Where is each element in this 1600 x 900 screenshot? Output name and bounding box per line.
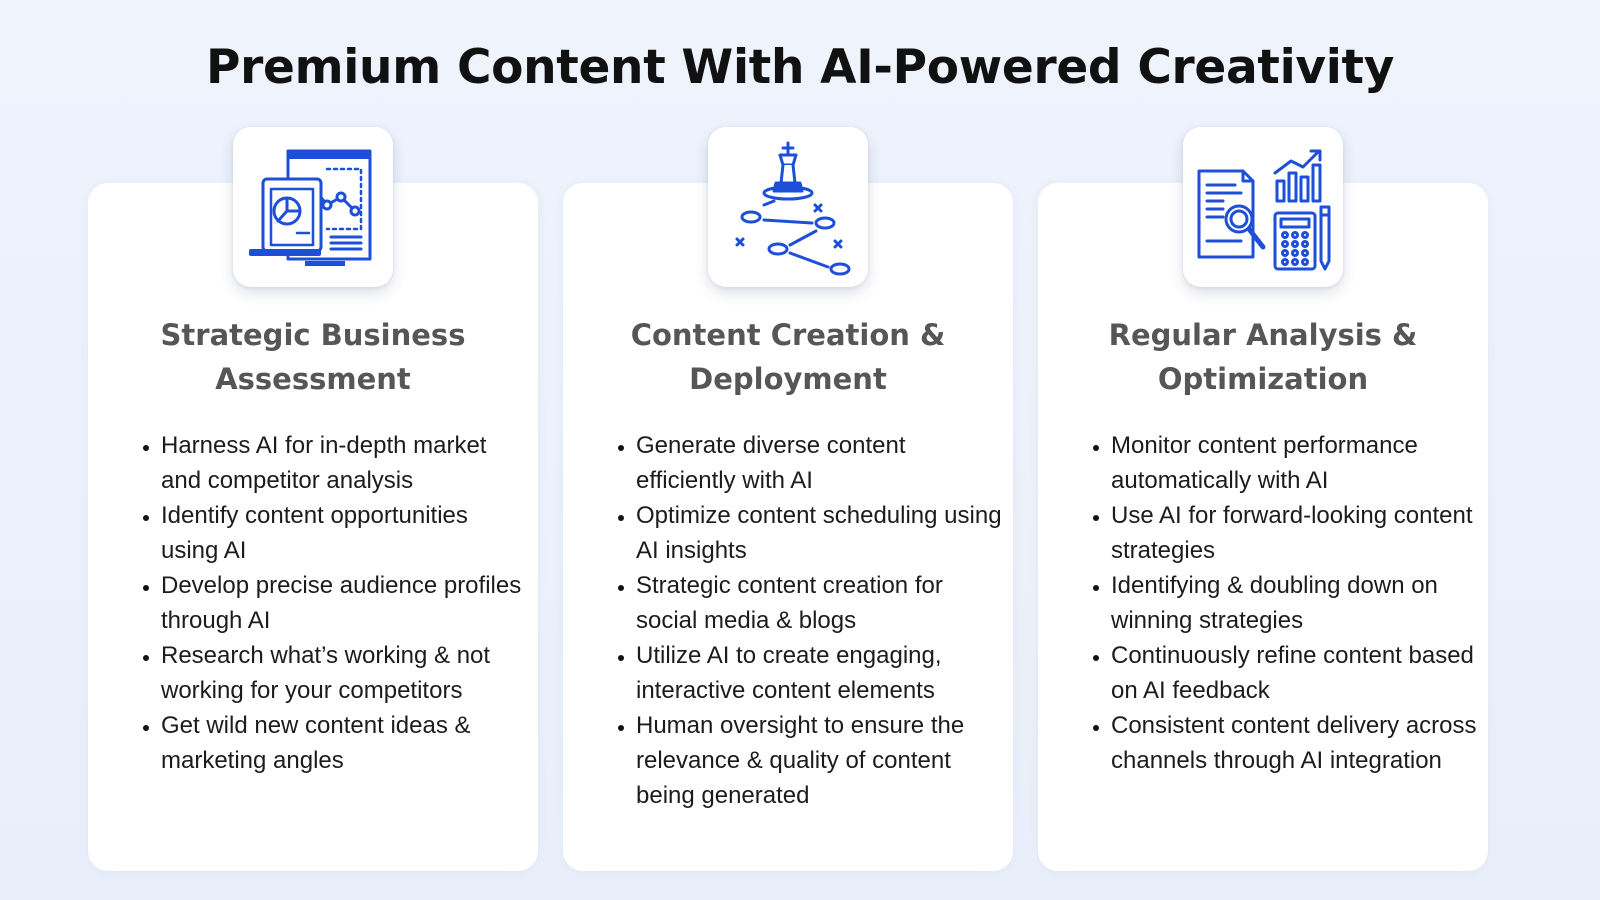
icon-tile <box>233 127 393 287</box>
list-item: Use AI for forward-looking content strat… <box>1111 498 1478 568</box>
bullet-list: Generate diverse content efficiently wit… <box>603 428 1003 813</box>
card-regular-analysis-optimization: Regular Analysis & Optimization Monitor … <box>1038 127 1488 871</box>
card-title: Regular Analysis & Optimization <box>1108 318 1418 396</box>
card-title: Strategic Business Assessment <box>160 318 466 396</box>
list-item: Research what’s working & not working fo… <box>161 638 528 708</box>
icon-tile <box>708 127 868 287</box>
list-item: Monitor content performance automaticall… <box>1111 428 1478 498</box>
list-item: Develop precise audience profiles throug… <box>161 568 528 638</box>
page-title: Premium Content With AI-Powered Creativi… <box>205 40 1395 95</box>
list-item: Optimize content scheduling using AI ins… <box>636 498 1003 568</box>
list-item: Identify content opportunities using AI <box>161 498 528 568</box>
list-item: Consistent content delivery across chann… <box>1111 708 1478 778</box>
bullet-list: Monitor content performance automaticall… <box>1078 428 1478 778</box>
card-title: Content Creation & Deployment <box>630 318 946 396</box>
list-item: Human oversight to ensure the relevance … <box>636 708 1003 813</box>
list-item: Generate diverse content efficiently wit… <box>636 428 1003 498</box>
chess-strategy-icon <box>735 141 851 276</box>
list-item: Get wild new content ideas & marketing a… <box>161 708 528 778</box>
list-item: Harness AI for in-depth market and compe… <box>161 428 528 498</box>
list-item: Continuously refine content based on AI … <box>1111 638 1478 708</box>
card-strategic-business-assessment: Strategic Business Assessment Harness AI… <box>88 127 538 871</box>
list-item: Strategic content creation for social me… <box>636 568 1003 638</box>
card-content-creation-deployment: Content Creation & Deployment Generate d… <box>563 127 1013 871</box>
list-item: Utilize AI to create engaging, interacti… <box>636 638 1003 708</box>
report-analytics-icon <box>249 149 372 266</box>
list-item: Identifying & doubling down on winning s… <box>1111 568 1478 638</box>
bullet-list: Harness AI for in-depth market and compe… <box>128 428 528 778</box>
document-analysis-icon <box>1197 149 1331 271</box>
icon-tile <box>1183 127 1343 287</box>
